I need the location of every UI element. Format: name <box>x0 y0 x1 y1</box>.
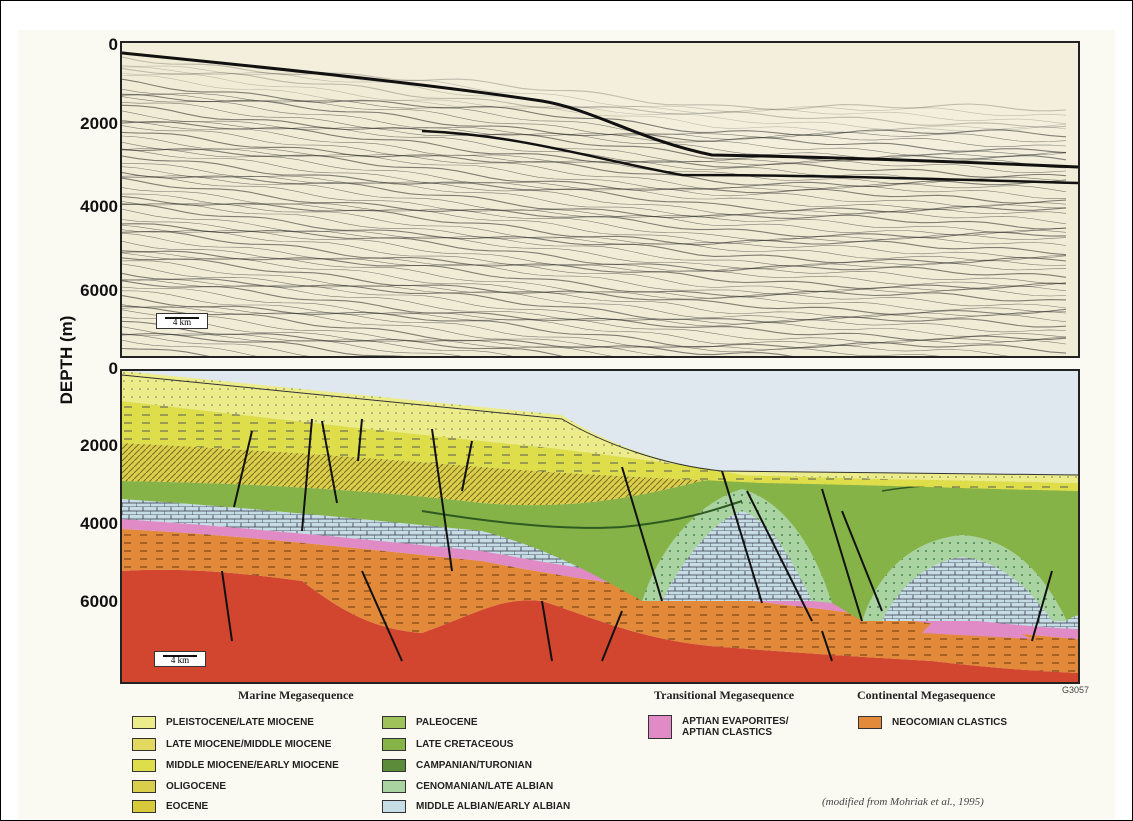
seismic-reflector <box>122 279 1066 332</box>
transitional-megasequence-label: Transitional Megasequence <box>654 688 794 703</box>
legend-label: CAMPANIAN/TURONIAN <box>416 760 532 771</box>
marine-megasequence-label: Marine Megasequence <box>238 688 354 703</box>
citation: (modified from Mohriak et al., 1995) <box>822 796 984 808</box>
legend-late-cretaceous: LATE CRETACEOUS <box>382 736 513 752</box>
bottom-tick-2000: 2000 <box>38 436 118 456</box>
seismic-image <box>122 43 1078 356</box>
seismic-reflector <box>122 296 1066 354</box>
legend-label: PLEISTOCENE/LATE MIOCENE <box>166 717 314 728</box>
legend-swatch <box>132 780 156 793</box>
legend-swatch <box>382 759 406 772</box>
legend-paleocene: PALEOCENE <box>382 714 478 730</box>
continental-megasequence-label: Continental Megasequence <box>857 688 995 703</box>
seismic-reflector <box>122 178 1066 238</box>
figure-id: G3057 <box>1062 685 1089 695</box>
legend-middle-albian-early-albian: MIDDLE ALBIAN/EARLY ALBIAN <box>382 798 570 814</box>
legend-swatch <box>132 738 156 751</box>
legend-swatch <box>382 800 406 813</box>
legend-eocene: EOCENE <box>132 798 208 814</box>
legend-late-miocene-middle-miocene: LATE MIOCENE/MIDDLE MIOCENE <box>132 736 331 752</box>
legend-middle-miocene-early-miocene: MIDDLE MIOCENE/EARLY MIOCENE <box>132 757 339 773</box>
legend-label: NEOCOMIAN CLASTICS <box>892 717 1007 728</box>
seismic-reflector <box>122 321 1066 356</box>
bottom-tick-0: 0 <box>38 359 118 379</box>
legend-oligocene: OLIGOCENE <box>132 778 226 794</box>
seismic-reflector <box>122 307 1066 356</box>
legend-label: MIDDLE ALBIAN/EARLY ALBIAN <box>416 801 570 812</box>
legend-swatch <box>382 780 406 793</box>
legend-swatch <box>132 716 156 729</box>
legend-swatch <box>382 716 406 729</box>
top-scale-bar: 4 km <box>156 313 208 329</box>
legend-label: CENOMANIAN/LATE ALBIAN <box>416 781 553 792</box>
legend-campanian-turonian: CAMPANIAN/TURONIAN <box>382 757 532 773</box>
top-tick-6000: 6000 <box>38 281 118 301</box>
seismic-reflector <box>122 340 1066 356</box>
legend-label: MIDDLE MIOCENE/EARLY MIOCENE <box>166 760 339 771</box>
legend-cenomanian-late-albian: CENOMANIAN/LATE ALBIAN <box>382 778 553 794</box>
geological-cross-section <box>122 371 1078 682</box>
legend-swatch <box>858 716 882 729</box>
bottom-scale-label: 4 km <box>155 656 205 665</box>
legend-swatch <box>132 800 156 813</box>
top-tick-2000: 2000 <box>38 114 118 134</box>
top-tick-4000: 4000 <box>38 197 118 217</box>
legend-swatch <box>132 759 156 772</box>
legend-label: PALEOCENE <box>416 717 478 728</box>
legend-aptian: APTIAN EVAPORITES/ APTIAN CLASTICS <box>648 714 789 740</box>
bottom-scale-bar: 4 km <box>154 651 206 667</box>
legend-swatch <box>382 738 406 751</box>
legend-label: OLIGOCENE <box>166 781 226 792</box>
legend-neocomian-clastics: NEOCOMIAN CLASTICS <box>858 714 1007 730</box>
bottom-tick-4000: 4000 <box>38 514 118 534</box>
legend-swatch <box>648 715 672 739</box>
seismic-reflector <box>122 281 1066 340</box>
seismic-reflector <box>122 253 1066 312</box>
top-tick-0: 0 <box>38 35 118 55</box>
legend-label: EOCENE <box>166 801 208 812</box>
top-scale-label: 4 km <box>157 318 207 327</box>
geological-section-panel: 4 km <box>120 369 1080 684</box>
seismic-reflector <box>122 230 1066 287</box>
seismic-section-panel: 4 km <box>120 41 1080 358</box>
legend-label: APTIAN EVAPORITES/ APTIAN CLASTICS <box>682 716 789 738</box>
legend-label: LATE CRETACEOUS <box>416 739 513 750</box>
legend-pleistocene-late-miocene: PLEISTOCENE/LATE MIOCENE <box>132 714 314 730</box>
bottom-tick-6000: 6000 <box>38 592 118 612</box>
legend-label: LATE MIOCENE/MIDDLE MIOCENE <box>166 739 331 750</box>
